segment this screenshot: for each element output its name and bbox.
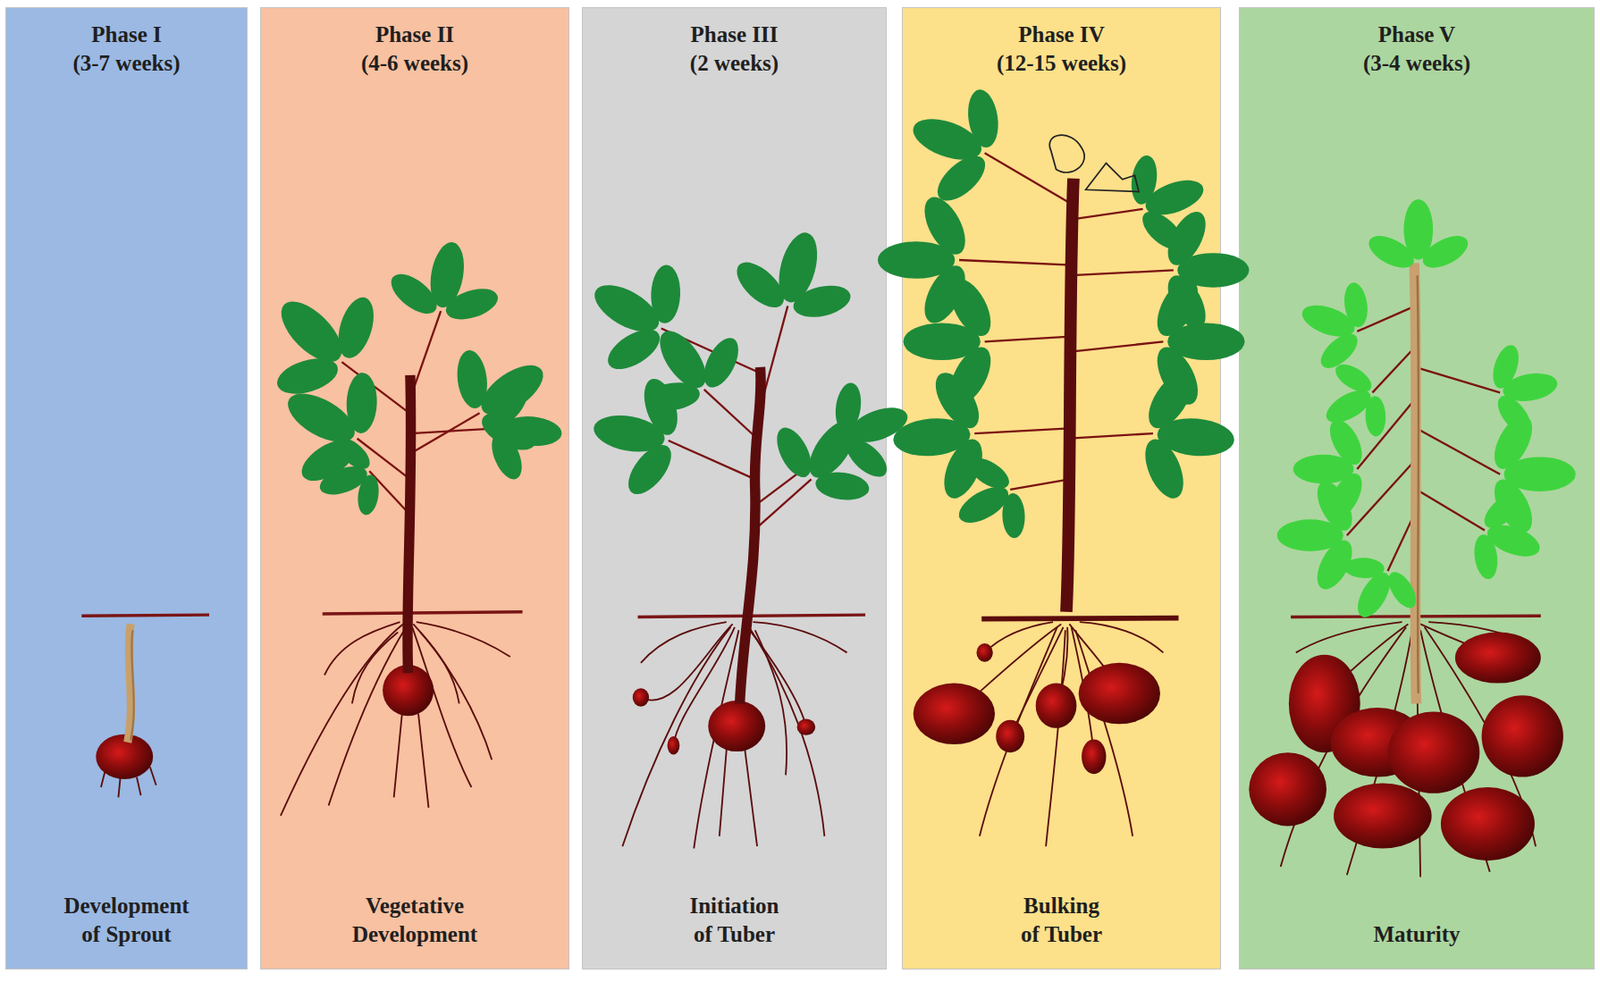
stage-name: Vegetative Development (347, 892, 482, 950)
sprout-figure (81, 614, 210, 798)
phase-name: Phase II (375, 20, 455, 50)
phase-duration: (12-15 weeks) (996, 49, 1127, 78)
phase-duration: (2 weeks) (690, 49, 779, 78)
phase-heading: Phase II(4-6 weeks) (361, 20, 469, 78)
phase-name: Phase IV (1018, 20, 1105, 50)
phase-name: Phase V (1378, 20, 1456, 50)
phase-heading: Phase I(3-7 weeks) (72, 20, 180, 78)
tuber-bulking-figure (877, 67, 1249, 848)
phase-heading: Phase III(2 weeks) (690, 20, 779, 78)
tuber-initiation-figure (563, 216, 926, 849)
phase-panel: Phase I(3-7 weeks) Development of Sprout (5, 7, 248, 970)
stage-name: Development of Sprout (59, 892, 194, 950)
phase-heading: Phase IV(12-15 weeks) (996, 20, 1127, 78)
phase-duration: (3-7 weeks) (72, 49, 180, 78)
stage-name: Maturity (1372, 920, 1460, 950)
stage-name: Initiation of Tuber (687, 892, 783, 950)
vegetative-plant-figure (235, 232, 579, 817)
mature-plant-figure (1248, 199, 1575, 878)
phase-name: Phase III (690, 20, 779, 50)
phase-duration: (3-4 weeks) (1363, 49, 1471, 78)
phase-name: Phase I (91, 20, 161, 50)
phase-heading: Phase V(3-4 weeks) (1363, 20, 1471, 78)
phase-duration: (4-6 weeks) (361, 49, 469, 78)
stage-name: Bulking of Tuber (1014, 892, 1110, 950)
